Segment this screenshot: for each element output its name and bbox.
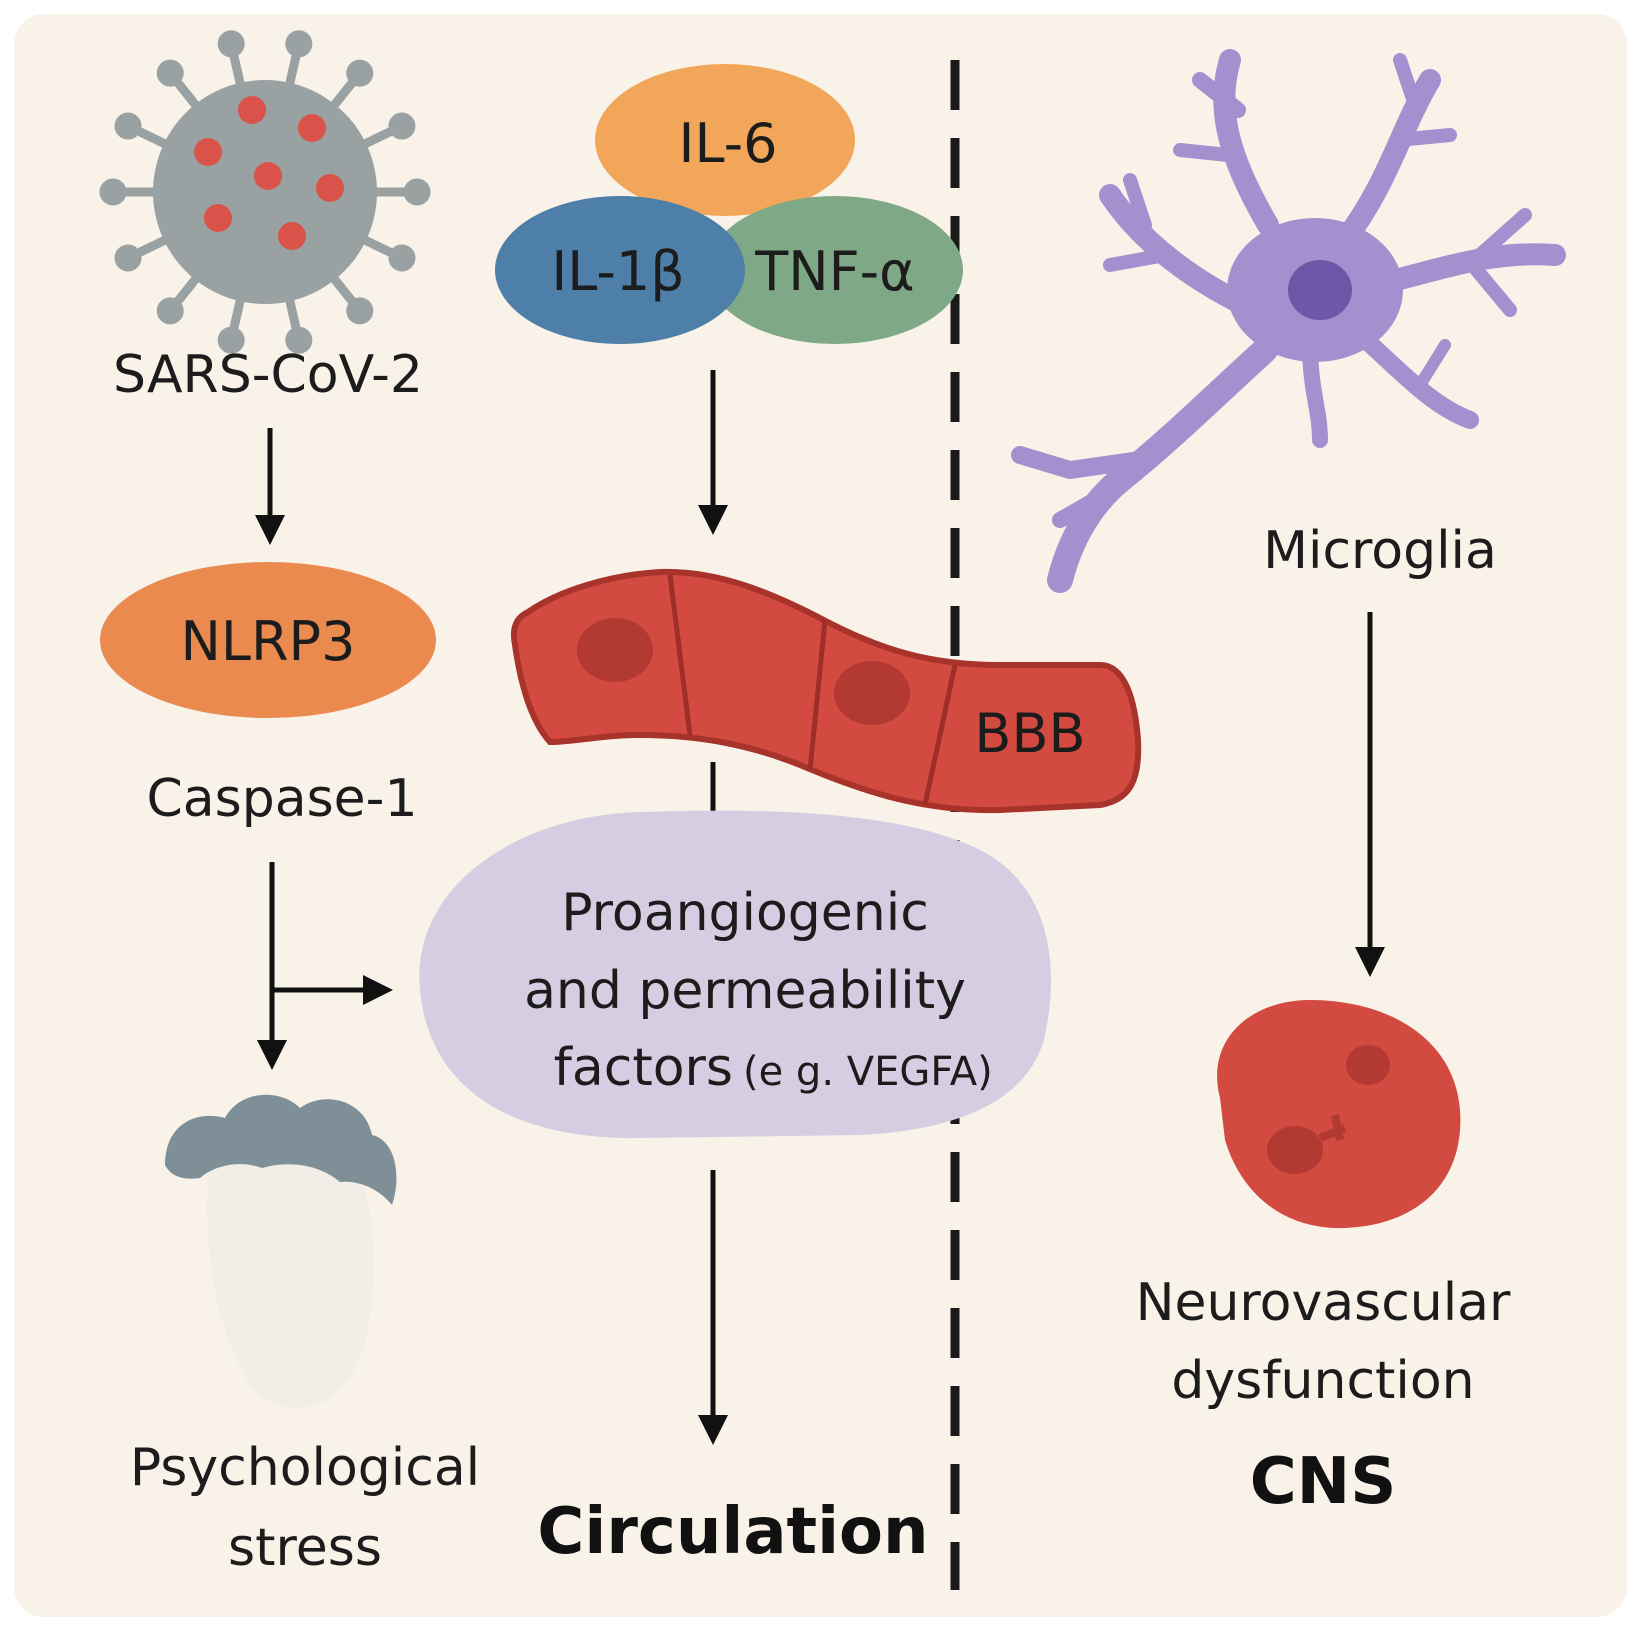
caspase-label: Caspase-1 xyxy=(146,769,417,829)
neurovascular-line2: dysfunction xyxy=(1171,1351,1474,1411)
cns-label: CNS xyxy=(1250,1445,1397,1519)
virus-label: SARS-CoV-2 xyxy=(113,345,423,405)
factors-line2: and permeability xyxy=(524,961,966,1021)
factors-node xyxy=(419,810,1052,1139)
nlrp3-label: NLRP3 xyxy=(181,610,356,673)
tnfa-label: TNF-α xyxy=(754,240,915,303)
virus-spike-tip xyxy=(114,244,142,272)
bbb-label: BBB xyxy=(974,702,1085,765)
neurovascular-line1: Neurovascular xyxy=(1136,1273,1511,1333)
virus-spike-tip xyxy=(346,59,374,87)
microglia-nucleus xyxy=(1288,260,1352,320)
virus-spike-tip xyxy=(403,178,431,206)
circulation-label: Circulation xyxy=(537,1495,928,1569)
stress-label-line1: Psychological xyxy=(130,1438,480,1498)
head-icon xyxy=(165,1094,397,1408)
virus-spike-tip xyxy=(156,297,184,325)
virus-icon xyxy=(99,30,431,354)
virus-spike-tip xyxy=(285,30,313,58)
virus-spike-tip xyxy=(285,326,313,354)
il1b-label: IL-1β xyxy=(551,240,684,303)
nlrp3-node xyxy=(100,562,436,718)
microglia-label: Microglia xyxy=(1263,521,1497,581)
virus-spike-tip xyxy=(156,59,184,87)
tnfa-node xyxy=(707,196,963,344)
il6-node xyxy=(595,64,855,216)
damaged-cell-icon xyxy=(1217,1000,1461,1229)
factors-line1: Proangiogenic xyxy=(561,883,929,943)
virus-spike-tip xyxy=(114,112,142,140)
stress-label-line2: stress xyxy=(228,1518,382,1578)
bbb-vessel-icon xyxy=(510,568,1142,814)
virus-spike-tip xyxy=(99,178,127,206)
il1b-node xyxy=(495,196,745,344)
virus-spike-tip xyxy=(217,326,245,354)
virus-spike-tip xyxy=(388,112,416,140)
virus-spike-tip xyxy=(346,297,374,325)
factors-line3: factors xyxy=(554,1038,733,1098)
virus-spike-tip xyxy=(388,244,416,272)
virus-spike-tip xyxy=(217,30,245,58)
il6-label: IL-6 xyxy=(679,112,778,175)
factors-example: (e g. VEGFA) xyxy=(743,1049,993,1095)
